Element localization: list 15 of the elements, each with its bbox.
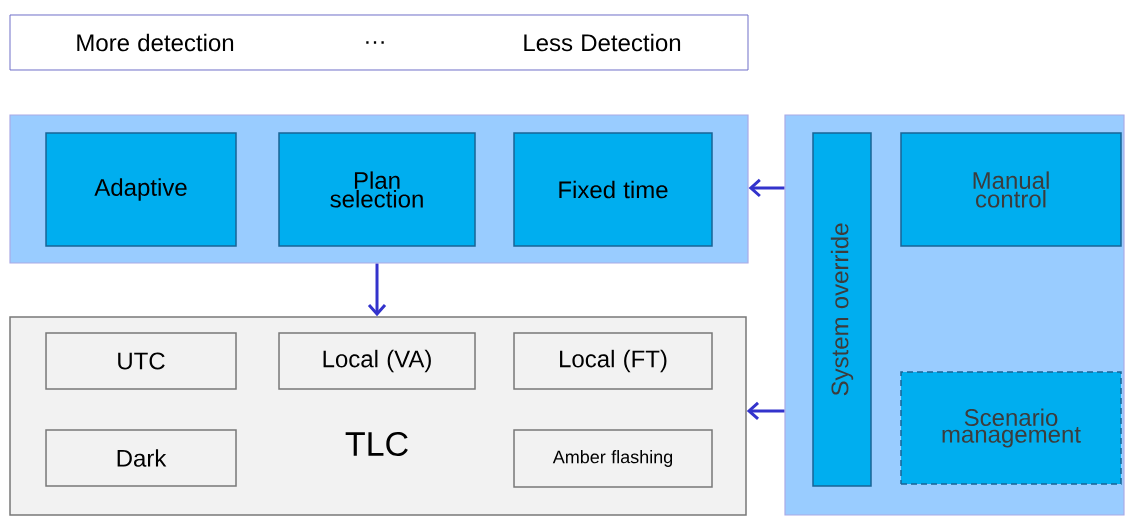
mode-box: Fixed time <box>513 132 713 247</box>
arrow <box>367 263 387 317</box>
arrow <box>746 401 785 421</box>
mode-box: Plan selection <box>278 132 476 247</box>
state-box: Dark <box>45 429 237 487</box>
mode-box: Manual control <box>900 132 1122 247</box>
override-bar: System override <box>812 132 872 487</box>
mode-box: Adaptive <box>45 132 237 247</box>
arrow <box>748 178 785 198</box>
state-box: Local (FT) <box>513 332 713 390</box>
state-box: Amber flashing <box>513 429 713 488</box>
state-box: UTC <box>45 332 237 390</box>
mode-box: Scenario management <box>900 371 1122 485</box>
state-box: Local (VA) <box>278 332 476 390</box>
scale-bar: More detection … Less Detection <box>9 14 749 71</box>
